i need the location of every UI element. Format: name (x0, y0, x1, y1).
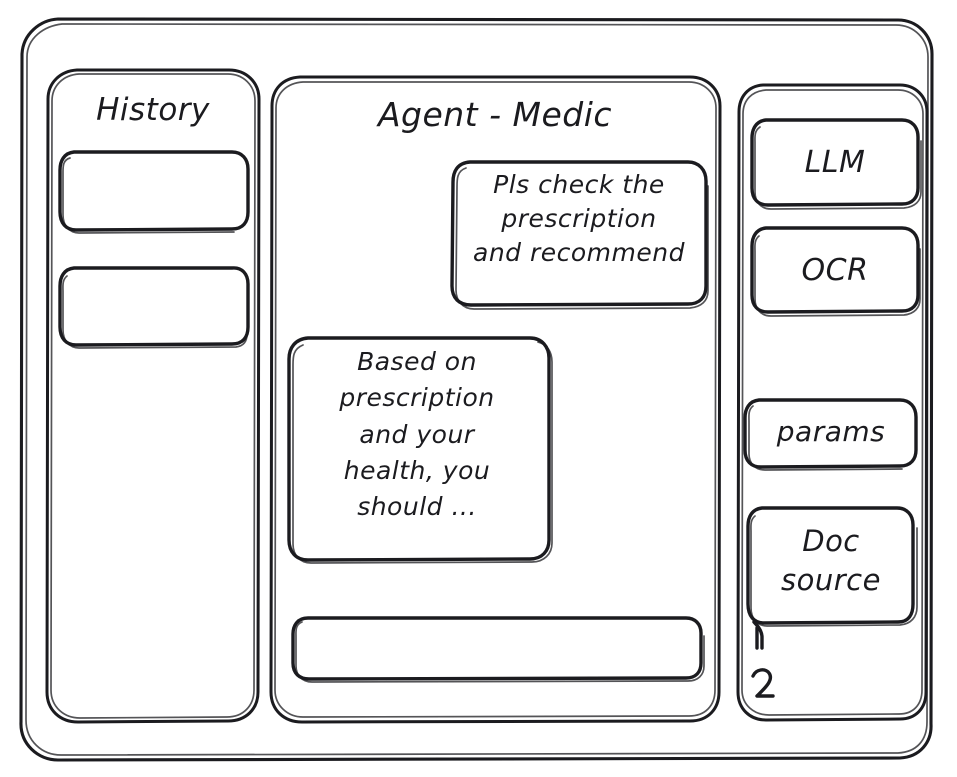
tool-llm-button[interactable] (752, 120, 918, 205)
tool-llm-outline (750, 118, 922, 210)
assistant-message-bubble (289, 338, 549, 560)
history-item-2[interactable] (60, 268, 248, 345)
doc-source-marker-2 (751, 668, 775, 698)
tool-doc-source-label: Doc source (781, 524, 881, 598)
user-message-bubble-outline (450, 160, 709, 310)
tool-params-label: params (776, 415, 886, 448)
tool-ocr-button[interactable] (752, 228, 918, 312)
tool-ocr-label: OCR (801, 253, 869, 288)
composer-input-outline (291, 616, 705, 683)
history-item-1[interactable] (60, 152, 248, 230)
tool-doc-source-outline (746, 506, 918, 627)
window-frame (19, 17, 934, 762)
user-message-text: Pls check the prescription and recommend (473, 170, 685, 267)
tool-doc-source-button[interactable] (748, 508, 913, 623)
history-panel-title: History (96, 92, 210, 128)
assistant-message-bubble-outline (287, 336, 553, 564)
composer-input[interactable] (293, 618, 701, 679)
agent-panel-outline (269, 75, 722, 724)
tool-llm-label: LLM (804, 145, 866, 180)
doc-source-marker-1 (752, 620, 764, 650)
tools-panel-outline (736, 83, 929, 722)
tool-params-button[interactable] (745, 400, 916, 467)
assistant-message-text: Based on prescription and your health, y… (339, 347, 495, 521)
history-panel-outline (45, 68, 261, 724)
history-item-1-outline (58, 150, 250, 234)
tool-ocr-outline (750, 226, 921, 317)
agent-panel-title: Agent - Medic (377, 95, 613, 134)
history-item-2-outline (58, 266, 250, 349)
user-message-bubble (453, 162, 706, 305)
tool-params-outline (743, 398, 918, 471)
